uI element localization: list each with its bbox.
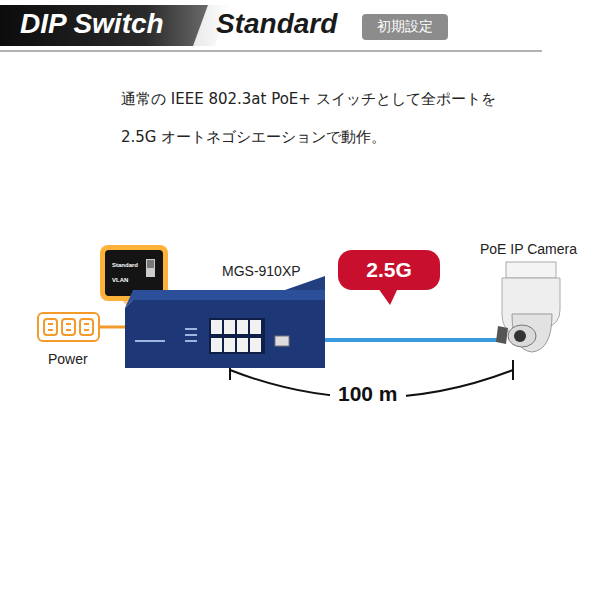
- camera-dome: [512, 314, 552, 352]
- device-name: MGS-910XP: [222, 263, 301, 279]
- mode-heading: Standard: [216, 8, 337, 40]
- zoom-pointer: [122, 300, 166, 334]
- power-art: [37, 312, 100, 342]
- switch-art: [125, 288, 325, 368]
- lan-cable: [325, 338, 500, 342]
- switch-top: [125, 290, 325, 308]
- port-block: [209, 318, 265, 354]
- zoom-callout: StandardVLAN: [100, 245, 168, 301]
- camera-side: [496, 326, 508, 344]
- diagram-title: DIP Switch: [20, 8, 164, 40]
- device-name: PoE IP Camera: [480, 241, 577, 257]
- bubble-tail: [378, 288, 398, 305]
- dimension-label: 100 m: [330, 382, 406, 406]
- dip-art: [100, 245, 168, 301]
- power-strip: Power: [37, 312, 100, 342]
- speed-bubble: 2.5G: [338, 250, 440, 290]
- zoom-screen: [105, 250, 163, 296]
- outlets: [44, 319, 93, 335]
- dip-label: VLAN: [112, 277, 128, 283]
- strip-body: [38, 313, 99, 341]
- outlet-pins: [48, 324, 89, 330]
- leds: [135, 328, 197, 342]
- sfp-port: [275, 336, 289, 346]
- header-band: [0, 5, 208, 46]
- switch-front: [125, 300, 325, 368]
- camera-box: PoE IP Camera: [492, 262, 564, 357]
- camera-art: [492, 262, 564, 357]
- dip-slot: [146, 259, 155, 277]
- camera-lens-ring: [508, 325, 536, 347]
- dimension-ticks: [230, 360, 513, 380]
- description-text: 通常の IEEE 802.3at PoE+ スイッチとして全ポートを 2.5G …: [121, 80, 500, 156]
- header-rule: [0, 50, 542, 52]
- dip-toggle: [147, 260, 154, 268]
- dip-label: Standard: [112, 262, 138, 268]
- badge-text: 初期設定: [377, 18, 433, 36]
- power-cable: [100, 326, 125, 329]
- device-name: Power: [48, 351, 88, 367]
- setting-badge: 初期設定: [362, 14, 448, 40]
- camera-lens: [514, 330, 526, 342]
- switch-box: MGS-910XP: [125, 288, 325, 368]
- speed-text: 2.5G: [366, 258, 412, 282]
- camera-mount: [506, 262, 556, 278]
- ports: [211, 320, 261, 352]
- camera-housing: [502, 278, 560, 334]
- bubble-tail-art: [338, 250, 440, 290]
- switch-back: [285, 276, 325, 290]
